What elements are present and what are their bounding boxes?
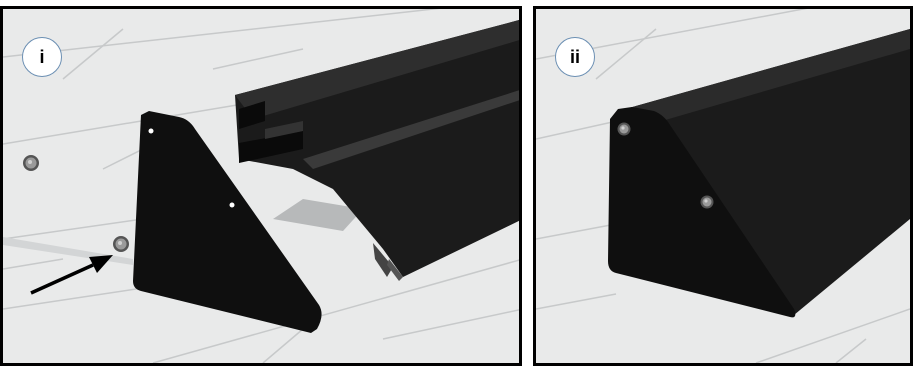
end-cap-hole [149,129,154,134]
screw-icon [113,236,129,252]
screw-icon [23,155,39,171]
step-label-badge: i [22,37,62,77]
illustration-step-i [3,9,519,363]
end-cap-hole [230,203,235,208]
step-panel-ii: ii [533,6,913,366]
screw-icon [618,123,631,136]
screw-icon [701,196,714,209]
step-label-badge: ii [555,37,595,77]
step-panel-i: i [0,6,522,366]
